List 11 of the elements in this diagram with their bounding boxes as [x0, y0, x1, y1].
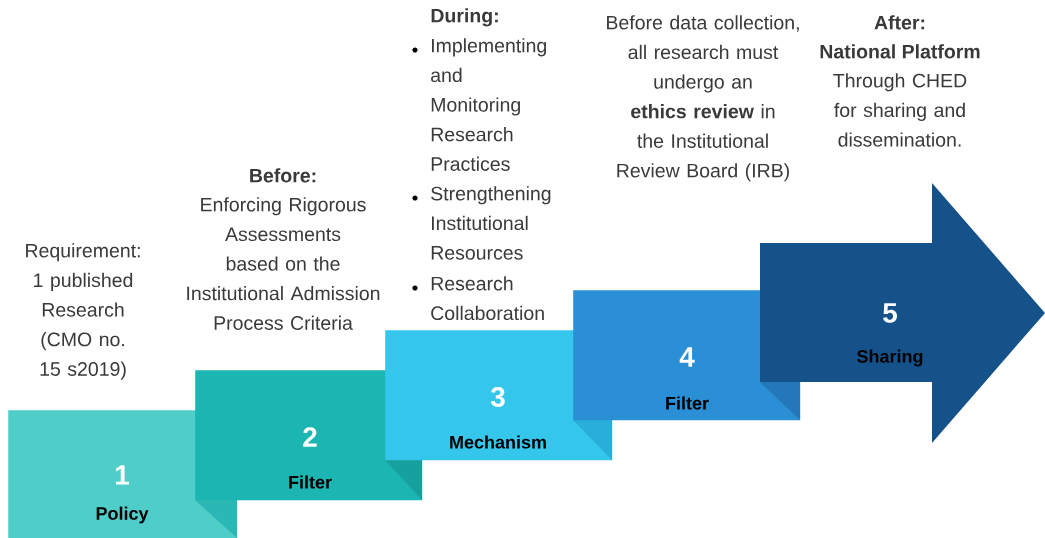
bullet-item: Research Collaboration [412, 276, 544, 321]
description-text: Enforcing Rigorous Assessments based on the Institutional Admission Process Criteria [187, 197, 380, 330]
heading: National Platform [820, 44, 980, 59]
description-text: Requirement: 1 published Research (CMO no. 15 s2019) [26, 243, 140, 380]
description-text: Before data collection, all research must undergo an ethics review in the Institutional Review Board (IRB) [607, 15, 799, 182]
description-text: Through CHED for sharing and dissemination. [833, 73, 967, 147]
heading: Before: [250, 168, 316, 183]
bullet-item: Strengthening Institutional Resources [412, 186, 551, 260]
heading: During: [431, 8, 498, 27]
heading: After: [874, 15, 925, 30]
bullet-item: Implementing and Monitoring Research Practices [412, 38, 546, 171]
